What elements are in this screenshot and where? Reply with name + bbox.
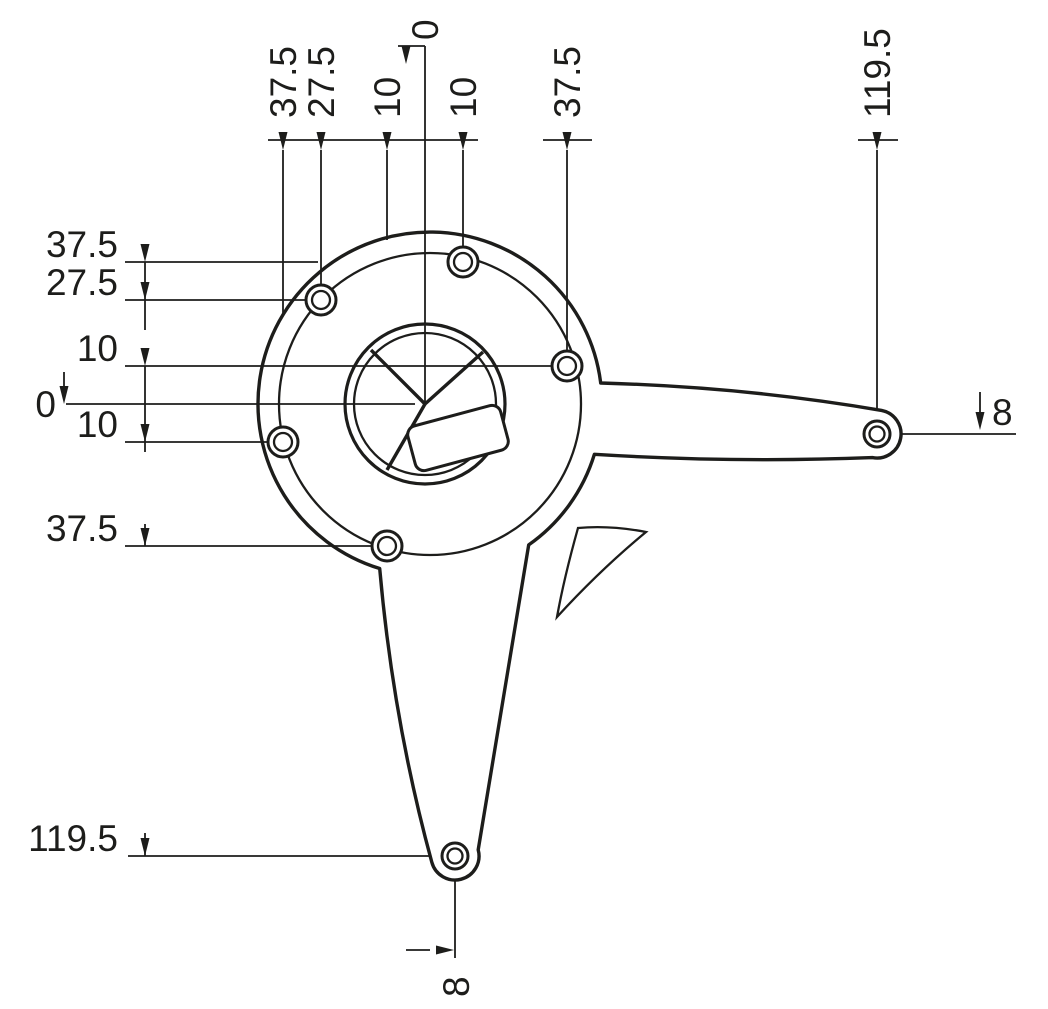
dim-arrow bbox=[140, 424, 150, 442]
bolt-hole-left bbox=[266, 425, 300, 459]
dim-label-left-10-upper: 10 bbox=[77, 328, 118, 369]
bolt-hole-top bbox=[446, 245, 480, 279]
dim-label-left-27-5: 27.5 bbox=[46, 262, 118, 303]
dim-arrow bbox=[140, 838, 150, 856]
dim-arrow bbox=[140, 244, 150, 262]
dim-arrow bbox=[316, 132, 326, 150]
top-dimensions bbox=[268, 45, 898, 410]
dim-label-left-10-lower: 10 bbox=[77, 404, 118, 445]
dim-arrow bbox=[872, 132, 882, 150]
dim-arrow bbox=[382, 132, 392, 150]
left-dimensions bbox=[59, 244, 553, 857]
bottom-dimension bbox=[406, 880, 456, 958]
dim-arrow bbox=[140, 348, 150, 366]
bolt-hole-upper-left bbox=[304, 283, 338, 317]
dim-label-right-8: 8 bbox=[992, 392, 1013, 433]
dim-label-top-10-right: 10 bbox=[443, 77, 484, 118]
part-outline bbox=[256, 230, 903, 882]
dim-arrow bbox=[401, 46, 411, 64]
dim-arrow bbox=[59, 386, 69, 404]
dim-arrow bbox=[278, 132, 288, 150]
dimension-labels: 37.5 27.5 10 0 10 37.5 119.5 37.5 27.5 1… bbox=[28, 19, 1012, 997]
dim-label-left-37-5-lower: 37.5 bbox=[46, 508, 118, 549]
dim-label-top-10-left: 10 bbox=[367, 77, 408, 118]
dim-label-left-119-5: 119.5 bbox=[28, 818, 118, 859]
dim-arrow bbox=[562, 132, 572, 150]
dim-label-top-27-5: 27.5 bbox=[301, 46, 342, 118]
dim-label-top-0: 0 bbox=[405, 19, 446, 40]
hub-spoke-upper-left bbox=[369, 348, 427, 406]
support-rib bbox=[555, 525, 649, 621]
bottom-arm-hole bbox=[440, 841, 470, 871]
dim-arrow bbox=[140, 528, 150, 546]
right-dimension bbox=[901, 392, 1016, 435]
dim-label-top-119-5: 119.5 bbox=[857, 28, 898, 118]
dim-arrow bbox=[458, 132, 468, 150]
dim-label-top-37-5-right: 37.5 bbox=[547, 46, 588, 118]
hub-spoke-upper-right bbox=[423, 350, 485, 406]
flange-and-arms-silhouette bbox=[256, 230, 903, 882]
dim-arrow bbox=[140, 282, 150, 300]
dim-label-left-37-5-upper: 37.5 bbox=[46, 224, 118, 265]
hub-spoke-lower bbox=[385, 403, 427, 471]
dim-label-bottom-8: 8 bbox=[436, 976, 477, 997]
dim-label-left-0: 0 bbox=[35, 384, 56, 425]
bolt-hole-lower-left bbox=[370, 529, 404, 563]
bolt-hole-right bbox=[550, 349, 584, 383]
dim-arrow bbox=[975, 412, 985, 430]
mounting-slot bbox=[406, 403, 510, 473]
right-arm-hole bbox=[862, 419, 892, 449]
dim-label-top-37-5-left: 37.5 bbox=[263, 46, 304, 118]
dim-arrow bbox=[436, 945, 454, 955]
